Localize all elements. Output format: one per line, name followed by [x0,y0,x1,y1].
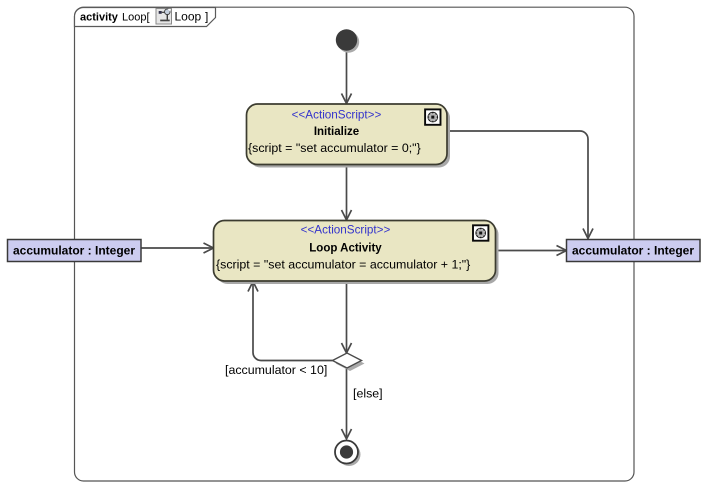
svg-text:]: ] [205,10,208,24]
svg-text:activity: activity [80,12,119,24]
svg-text:<<ActionScript>>: <<ActionScript>> [301,224,391,237]
svg-text:{script = "set accumulator = a: {script = "set accumulator = accumulator… [216,258,470,272]
svg-text:[else]: [else] [353,387,383,401]
svg-text:accumulator : Integer: accumulator : Integer [572,244,694,258]
svg-text:Loop: Loop [175,10,202,24]
svg-text:Loop Activity: Loop Activity [309,243,382,255]
svg-text:{script = "set accumulator = 0: {script = "set accumulator = 0;"} [248,141,421,155]
svg-text:Initialize: Initialize [314,126,359,138]
svg-text:accumulator : Integer: accumulator : Integer [13,244,135,258]
svg-text:[accumulator < 10]: [accumulator < 10] [225,363,327,377]
svg-text:<<ActionScript>>: <<ActionScript>> [292,109,382,122]
svg-text:Loop[: Loop[ [122,12,150,24]
